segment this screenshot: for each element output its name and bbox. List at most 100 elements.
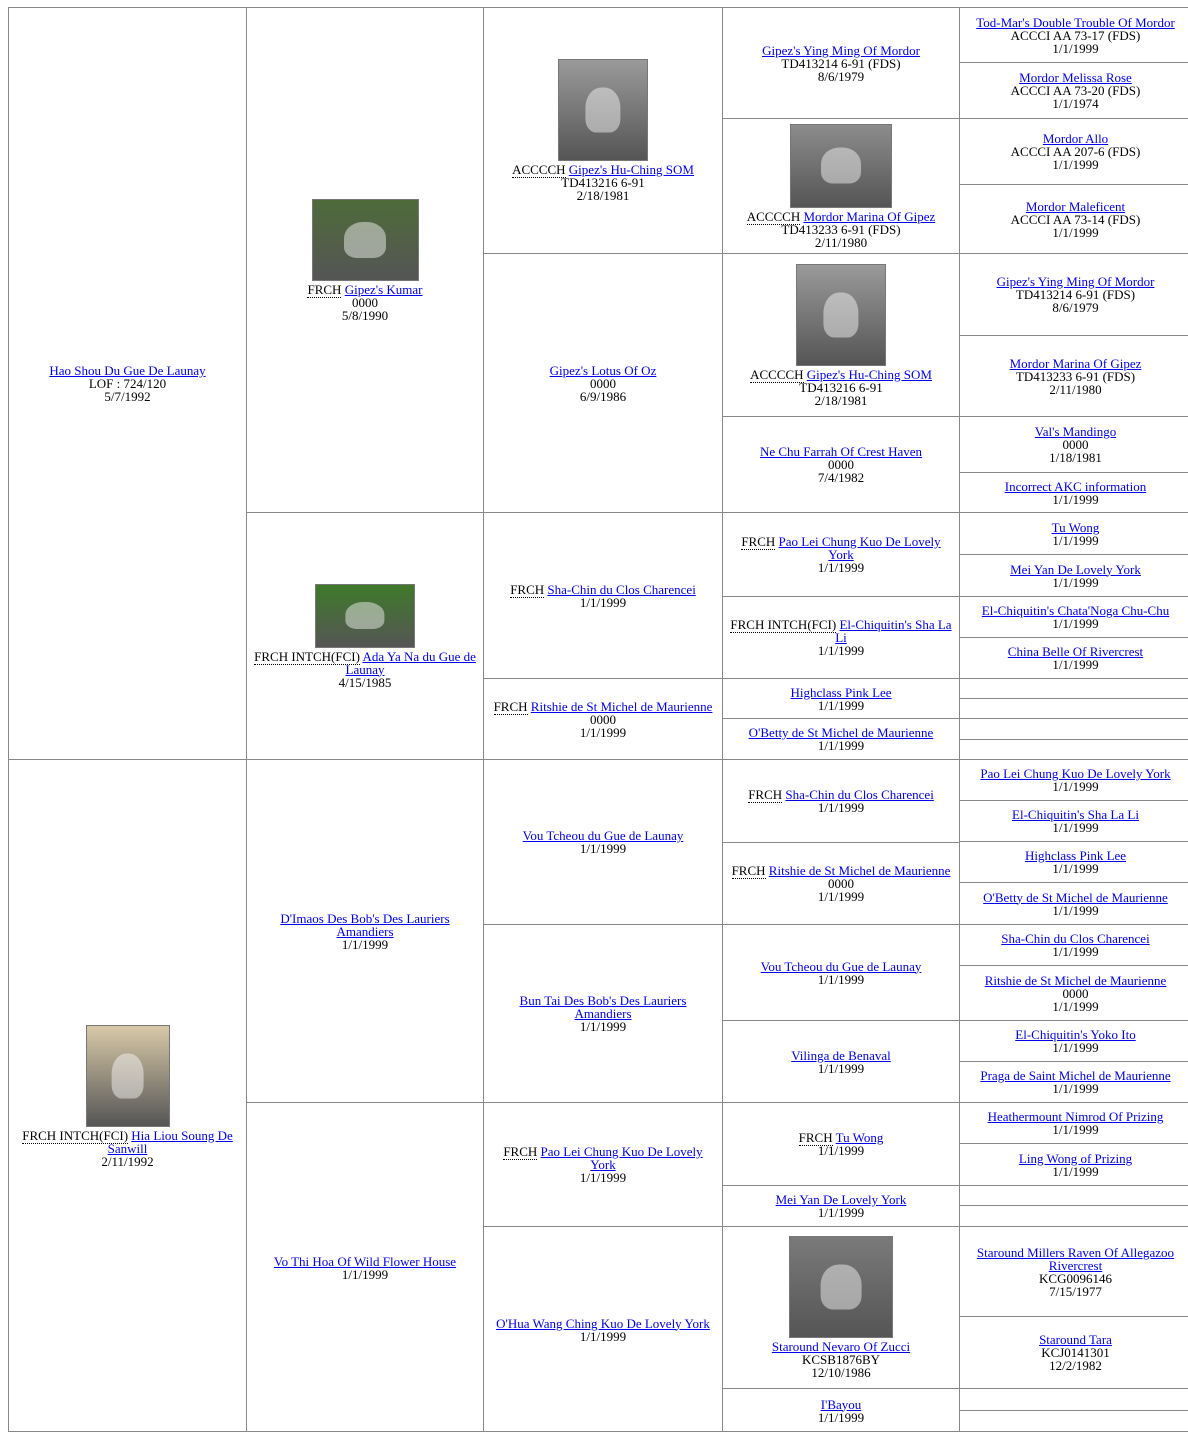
ancestor-info-line: 2/11/1980 [1049,381,1102,397]
ancestor-link[interactable]: Gipez's Hu-Ching SOM [806,366,932,382]
ancestor-link[interactable]: Ritshie de St Michel de Maurienne [768,863,951,878]
ancestor-link[interactable]: El-Chiquitin's Sha La Li [835,617,952,645]
ancestor-link[interactable]: I'Bayou [820,1396,862,1412]
ancestor-info-line: 0000 [590,711,616,727]
ancestor-info-line: 8/6/1979 [1052,300,1099,315]
ancestor-link[interactable]: Mordor Maleficent [1025,198,1126,214]
dog-photo-lying-grass[interactable] [315,583,415,648]
ancestor-info-line: TD413216 6-91 [561,175,645,190]
ancestor-link[interactable]: El-Chiquitin's Sha La Li [1012,807,1139,822]
ancestor-info-line: 1/1/1999 [817,560,865,575]
ancestor-link[interactable]: Ada Ya Na du Gue de Launay [345,648,476,677]
ancestor-link[interactable]: Ritshie de St Michel de Maurienne [984,972,1167,988]
ancestor-link[interactable]: Gipez's Hu-Ching SOM [568,162,694,177]
ancestor-link[interactable]: Gipez's Ying Ming Of Mordor [996,274,1155,289]
ancestor-link[interactable]: Tu Wong [1051,519,1100,535]
ancestor-link[interactable]: Vilinga de Benaval [791,1047,891,1063]
ancestor-name-line: FRCH Ritshie de St Michel de Maurienne [731,863,951,879]
ancestor-name-line: China Belle Of Rivercrest [1008,645,1143,658]
ancestor-info-line: 0000 [828,457,854,472]
ancestor-link[interactable]: Heathermount Nimrod Of Prizing [987,1109,1164,1124]
ancestor-link[interactable]: Ritshie de St Michel de Maurienne [530,698,713,714]
ancestor-link[interactable]: Ne Chu Farrah Of Crest Haven [759,444,923,459]
ancestor-name-line: ACCCCH Gipez's Hu-Ching SOM [512,162,694,178]
ancestor-name-line: O'Hua Wang Ching Kuo De Lovely York [496,1317,710,1330]
ancestor-link[interactable]: Vou Tcheou du Gue de Launay [760,958,922,974]
dog-photo-bw-outdoor[interactable] [790,123,892,208]
ancestor-link[interactable]: Val's Mandingo [1034,424,1117,439]
title-abbr: ACCCCH [512,162,566,178]
ancestor-name-line: El-Chiquitin's Chata'Noga Chu-Chu [982,604,1169,617]
ancestor-info-line: KCSB1876BY [801,1352,881,1367]
dog-photo-magazine-page[interactable] [796,263,886,366]
ancestor-link[interactable]: Mordor Melissa Rose [1019,70,1132,85]
ancestor-link[interactable]: Incorrect AKC information [1004,478,1147,494]
ancestor-link[interactable]: D'Imaos Des Bob's Des Lauriers Amandiers [280,910,450,939]
ancestor-name-line: O'Betty de St Michel de Maurienne [983,891,1168,904]
ancestor-link[interactable]: Mordor Marina Of Gipez [1009,355,1142,371]
ancestor-link[interactable]: Highclass Pink Lee [1024,848,1127,863]
ancestor-link[interactable]: Staround Nevaro Of Zucci [771,1339,911,1354]
ancestor-link[interactable]: Mordor Allo [1042,131,1109,146]
ancestor-link[interactable]: Gipez's Lotus Of Oz [549,362,657,378]
ancestor-link[interactable]: O'Betty de St Michel de Maurienne [983,889,1168,905]
ancestor-link[interactable]: Bun Tai Des Bob's Des Lauriers Amandiers [519,993,687,1021]
ancestor-link[interactable]: Staround Tara [1039,1332,1112,1347]
ancestor-link[interactable]: O'Betty de St Michel de Maurienne [748,725,934,740]
ancestor-link[interactable]: Pao Lei Chung Kuo De Lovely York [540,1144,703,1172]
dog-photo-magazine-page[interactable] [558,59,648,161]
dog-photo-bw-crested-show[interactable] [789,1236,893,1338]
ancestor-cell-l2: Bun Tai Des Bob's Des Lauriers Amandiers… [484,925,723,1103]
ancestor-link[interactable]: Tu Wong [835,1130,884,1145]
ancestor-link[interactable]: Gipez's Kumar [344,281,423,297]
ancestor-name-line: Mei Yan De Lovely York [776,1193,907,1206]
title-abbr: FRCH [741,534,776,550]
ancestor-name-line: Vilinga de Benaval [791,1049,891,1062]
ancestor-link[interactable]: El-Chiquitin's Chata'Noga Chu-Chu [981,603,1170,618]
ancestor-link[interactable]: Vou Tcheou du Gue de Launay [522,828,684,843]
ancestor-link[interactable]: El-Chiquitin's Yoko Ito [1015,1027,1136,1042]
ancestor-info-line: 1/1/1999 [817,643,865,658]
ancestor-link[interactable]: Vo Thi Hoa Of Wild Flower House [273,1253,457,1269]
ancestor-link[interactable]: Tod-Mar's Double Trouble Of Mordor [976,14,1175,30]
ancestor-link[interactable]: Sha-Chin du Clos Charencei [785,787,934,802]
ancestor-info-line: 8/6/1979 [817,68,865,84]
ancestor-link[interactable]: Hia Liou Soung De Sanwill [107,1127,233,1156]
ancestor-link[interactable]: Staround Millers Raven Of Allegazoo Rive… [976,1244,1175,1273]
ancestor-link[interactable]: Mei Yan De Lovely York [1010,561,1141,577]
dog-photo-powderpuff-cream[interactable] [85,1024,170,1127]
ancestor-link[interactable]: Sha-Chin du Clos Charencei [547,581,696,597]
ancestor-name-line: Heathermount Nimrod Of Prizing [988,1110,1164,1123]
ancestor-link[interactable]: Gipez's Ying Ming Of Mordor [762,42,920,58]
ancestor-cell-k1: D'Imaos Des Bob's Des Lauriers Amandiers… [247,760,484,1103]
ancestor-link[interactable]: China Belle Of Rivercrest [1007,644,1144,659]
ancestor-info-line: ACCCI AA 73-14 (FDS) [1010,211,1141,227]
ancestor-link[interactable]: Pao Lei Chung Kuo De Lovely York [778,534,941,562]
ancestor-info-line: 1/1/1999 [341,936,389,952]
ancestor-link[interactable]: Mordor Marina Of Gipez [803,208,936,224]
ancestor-info-line: 1/1/1999 [1052,532,1099,548]
dog-photo-hairless-grass[interactable] [311,198,419,281]
ancestor-link[interactable]: Pao Lei Chung Kuo De Lovely York [980,766,1171,781]
title-abbr: ACCCCH [746,208,801,225]
ancestor-name-line: Pao Lei Chung Kuo De Lovely York [980,767,1170,780]
ancestor-info-line: TD413214 6-91 (FDS) [1015,287,1136,302]
ancestor-info-line: 1/1/1999 [817,889,865,904]
ancestor-link[interactable]: Sha-Chin du Clos Charencei [1001,931,1150,946]
ancestor-info-line: LOF : 724/120 [88,376,167,391]
ancestor-link[interactable]: Ling Wong of Prizing [1018,1150,1133,1166]
ancestor-link[interactable]: O'Hua Wang Ching Kuo De Lovely York [496,1315,710,1331]
ancestor-link[interactable]: Praga de Saint Michel de Maurienne [980,1068,1171,1083]
ancestor-link[interactable]: Mei Yan De Lovely York [775,1192,907,1207]
ancestor-name-line: Bun Tai Des Bob's Des Lauriers Amandiers [491,994,716,1020]
ancestor-link[interactable]: Hao Shou Du Gue De Launay [49,363,206,378]
ancestor-link[interactable]: Highclass Pink Lee [790,684,892,700]
title-abbr: FRCH [510,581,545,598]
